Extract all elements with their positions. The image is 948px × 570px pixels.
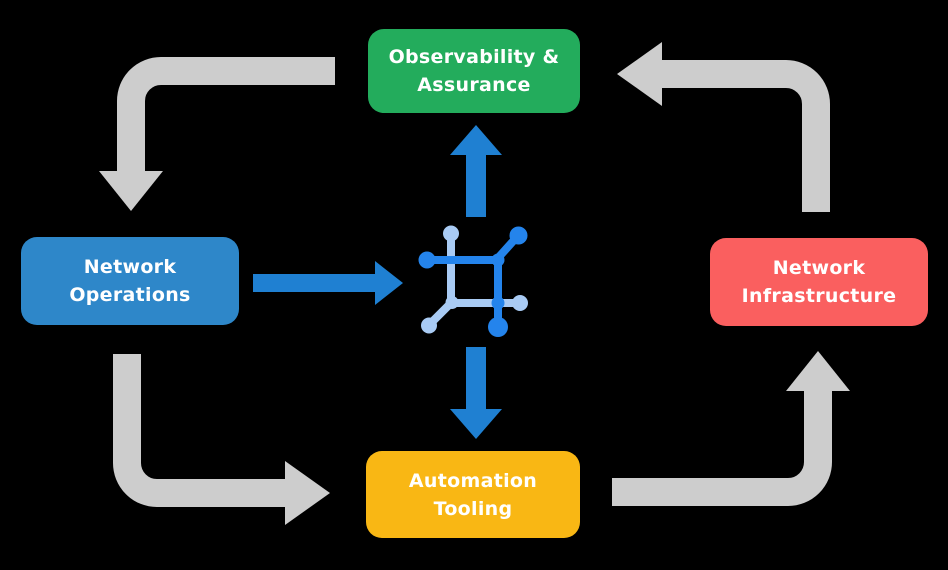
icon-corner-br	[491, 296, 505, 310]
arrow-infrastructure-to-observability	[617, 42, 830, 212]
node-label-line: Operations	[69, 284, 191, 306]
arrow-automation-to-infrastructure	[612, 351, 850, 506]
node-label-line: Network	[772, 257, 866, 279]
node-network-infrastructure: Network Infrastructure	[710, 238, 928, 326]
node-label-line: Network	[83, 256, 177, 278]
icon-node-left	[418, 251, 436, 269]
node-label-line: Observability &	[388, 46, 560, 68]
arrow-center-to-observability	[450, 125, 502, 217]
icon-node-top	[443, 225, 459, 242]
arrow-shaft	[113, 354, 286, 507]
icon-node-bottom	[488, 317, 508, 337]
node-label-line: Tooling	[433, 497, 513, 520]
icon-corner-bl	[445, 296, 459, 309]
arrow-shaft	[661, 60, 830, 212]
icon-node-bottom-left	[421, 317, 437, 334]
arrow-head-left-icon	[617, 42, 662, 106]
node-label-line: Infrastructure	[741, 285, 897, 307]
arrow-head-right-icon	[285, 461, 330, 525]
arrow-operations-to-center	[253, 261, 403, 305]
icon-node-top-right	[509, 226, 528, 245]
node-network-operations: Network Operations	[21, 237, 239, 325]
arrow-center-to-automation	[450, 347, 502, 439]
icon-node-right	[512, 295, 528, 311]
arrow-observability-to-operations	[99, 57, 335, 211]
network-automation-icon	[418, 225, 528, 337]
arrow-head-up-icon	[786, 351, 850, 391]
icon-corner-tr	[491, 253, 505, 267]
arrow-operations-to-automation	[113, 354, 330, 525]
arrow-shaft	[612, 390, 832, 506]
node-label-line: Assurance	[417, 74, 531, 96]
node-observability-assurance: Observability & Assurance	[368, 29, 580, 113]
node-automation-tooling: Automation Tooling	[366, 451, 580, 538]
arrow-head-down-icon	[99, 171, 163, 211]
node-label-line: Automation	[408, 469, 538, 492]
arrow-shaft	[117, 57, 335, 172]
